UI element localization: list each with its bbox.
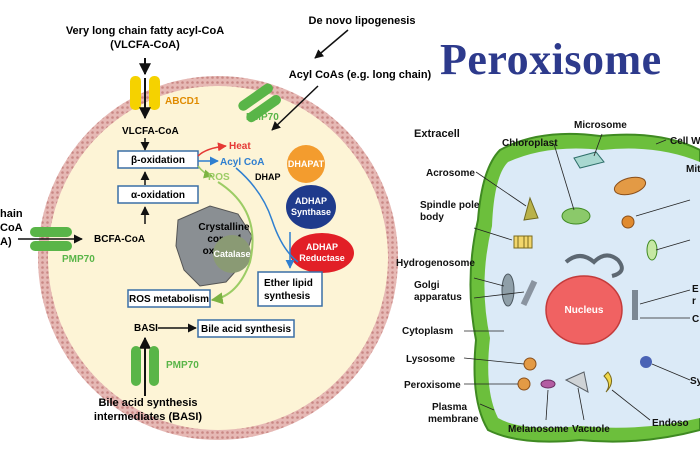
ros-label: ROS xyxy=(208,172,230,183)
label-e-cut: E xyxy=(692,284,699,295)
golgi-apparatus xyxy=(520,279,538,307)
catalase-enzyme xyxy=(213,235,251,273)
label-extracell: Extracell xyxy=(414,128,460,140)
beta-oxidation-label: β-oxidation xyxy=(131,155,185,166)
hydrogenosome xyxy=(501,273,515,307)
label-cell-wall: Cell W xyxy=(670,136,700,147)
bile-acid-box xyxy=(197,319,295,338)
label-endosome: Endoso xyxy=(652,418,689,429)
pmp70-label-bottom: PMP70 xyxy=(166,360,199,371)
label-vacuole: Vacuole xyxy=(572,424,610,435)
de-novo-label: De novo lipogenesis xyxy=(309,15,416,27)
orange-organelle xyxy=(621,215,635,229)
acyl-coas-label: Acyl CoAs (e.g. long chain) xyxy=(289,69,432,81)
bcfa-coa-label: BCFA-CoA xyxy=(94,234,145,245)
endoplasmic-reticulum xyxy=(564,253,624,278)
ether-lipid-box xyxy=(257,271,323,307)
synaptic-vesicle xyxy=(640,356,652,368)
vlcfa-coa-label: VLCFA-CoA xyxy=(122,126,179,137)
label-microsome: Microsome xyxy=(574,120,627,131)
label-lysosome: Lysosome xyxy=(406,354,456,365)
cell-organelle-diagram: Nucleus xyxy=(396,120,700,443)
green-organelle xyxy=(646,239,658,261)
dhap-label: DHAP xyxy=(255,172,281,182)
page-title: Peroxisome xyxy=(440,35,662,84)
peroxisome-organelle xyxy=(517,377,531,391)
pmp70-transporter-left xyxy=(18,227,83,251)
peroxisome-pathway-diagram: Very long chain fatty acyl-CoA(VLCFA-CoA… xyxy=(0,15,432,440)
mitochondrion xyxy=(613,176,647,196)
vlcfa-source-label: Very long chain fatty acyl-CoA(VLCFA-CoA… xyxy=(66,25,224,51)
endosome xyxy=(603,371,612,393)
pmp70-transporter-top xyxy=(238,83,281,123)
label-hydrogenosome: Hydrogenosome xyxy=(396,258,475,269)
abcd1-label: ABCD1 xyxy=(165,96,200,107)
heat-label: Heat xyxy=(229,141,251,152)
label-mito: Mit xyxy=(686,164,700,175)
abcd1-transporter xyxy=(130,76,160,120)
melanosome xyxy=(540,379,556,389)
acrosome xyxy=(523,196,539,221)
adhap-reductase-enzyme xyxy=(290,233,354,273)
dhapat-label: DHAPAT xyxy=(288,159,325,169)
pmp70-label-top: PMP70 xyxy=(246,112,279,123)
adhap-synthase-enzyme xyxy=(286,185,336,229)
ros-metabolism-label: ROS metabolism xyxy=(129,294,209,305)
alpha-oxidation-label: α-oxidation xyxy=(131,190,185,201)
bile-acid-label: Bile acid synthesis xyxy=(201,324,291,335)
microsome xyxy=(573,151,605,169)
label-cytoplasm: Cytoplasm xyxy=(402,326,453,337)
basi-label: BASI xyxy=(134,323,158,334)
nucleus-label: Nucleus xyxy=(565,305,604,316)
label-melanosome: Melanosome xyxy=(508,424,569,435)
label-c-cut: C xyxy=(692,314,699,325)
spindle-pole-body xyxy=(513,235,533,249)
dhapat-enzyme xyxy=(287,145,325,183)
catalase-label: Catalase xyxy=(213,249,250,259)
label-chloroplast: Chloroplast xyxy=(502,138,558,149)
label-acrosome: Acrosome xyxy=(426,168,475,179)
vesicle-rod xyxy=(632,290,638,320)
label-sy: Sy xyxy=(690,376,700,387)
acyl-coa-label: Acyl CoA xyxy=(220,157,264,168)
label-r-cut: r xyxy=(692,296,696,307)
pmp70-transporter-bottom xyxy=(131,346,159,386)
beta-oxidation-box xyxy=(117,150,199,169)
alpha-oxidation-box xyxy=(117,185,199,204)
chloroplast xyxy=(561,207,591,225)
nucleus xyxy=(545,275,623,345)
label-peroxisome: Peroxisome xyxy=(404,380,461,391)
lysosome xyxy=(523,357,537,371)
vacuole xyxy=(564,371,589,393)
ros-metabolism-box xyxy=(127,289,211,308)
pmp70-label-left: PMP70 xyxy=(62,254,95,265)
